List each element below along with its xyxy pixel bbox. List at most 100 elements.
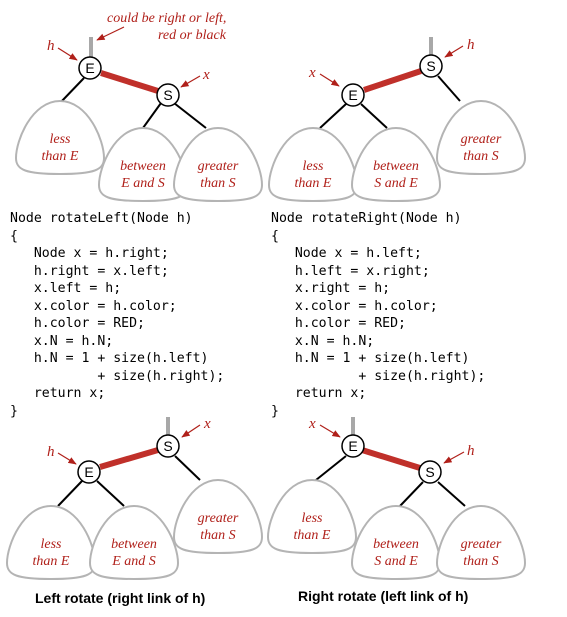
subtree-less	[266, 478, 358, 555]
node-E-label: E	[85, 60, 94, 76]
subtree-greater	[435, 99, 527, 176]
subtree-less	[267, 126, 359, 203]
node-S-label: S	[425, 464, 434, 480]
link-E-between	[96, 480, 125, 507]
rotate-left-code: Node rotateLeft(Node h){ Node x = h.righ…	[10, 210, 224, 420]
code-line: x.left = h;	[10, 281, 122, 296]
code-line: h.N = 1 + size(h.left)	[271, 351, 470, 366]
subtree-less	[5, 504, 97, 581]
subtree-less-line1: less	[41, 537, 63, 552]
subtree-less-line2: than E	[33, 554, 70, 569]
label-h: h	[47, 38, 55, 54]
link-S-greater	[173, 102, 207, 129]
node-S	[419, 54, 443, 78]
label-h: h	[47, 444, 55, 460]
subtree-greater-line1: greater	[461, 537, 502, 552]
node-E	[341, 434, 365, 458]
label-h: h	[467, 37, 475, 53]
label-x: x	[308, 65, 316, 81]
link-E-less	[319, 103, 347, 129]
subtree-greater-line2: than S	[200, 528, 235, 543]
bottom-right-tree: E S less than E between S and E greater …	[266, 416, 527, 581]
annotation-line1: could be right or left,	[107, 11, 226, 26]
red-link	[361, 447, 421, 471]
code-line: h.N = 1 + size(h.left)	[10, 351, 209, 366]
arrow-x	[319, 73, 340, 87]
code-line: Node x = h.left;	[271, 246, 422, 261]
subtree-less	[14, 99, 106, 176]
node-S	[418, 460, 442, 484]
node-S-label: S	[163, 438, 172, 454]
code-line: Node rotateLeft(Node h)	[10, 211, 193, 226]
link-E-less	[57, 480, 83, 507]
subtree-greater	[435, 504, 527, 581]
annotation-arrow	[96, 26, 125, 41]
bottom-left-tree: E S less than E between E and S greater …	[5, 416, 264, 581]
code-line: }	[271, 403, 279, 419]
label-x: x	[308, 416, 316, 432]
link-E-between	[360, 103, 388, 129]
code-line: x.N = h.N;	[271, 333, 375, 349]
node-E-label: E	[348, 438, 357, 454]
arrow-h	[444, 45, 464, 58]
node-E	[78, 56, 102, 80]
arrow-x	[180, 75, 201, 88]
subtree-less-line2: than E	[295, 176, 332, 191]
top-left-tree: E S less than E between E and S greater …	[14, 11, 264, 203]
link-S-greater	[437, 481, 466, 507]
subtree-less-line1: less	[50, 132, 72, 147]
arrow-x	[181, 424, 201, 438]
subtree-between-line2: S and E	[374, 176, 418, 191]
code-line: h.right = x.left;	[10, 263, 169, 279]
label-h: h	[467, 443, 475, 459]
caption-right-rotate: Right rotate (left link of h)	[298, 588, 469, 604]
node-E-label: E	[348, 87, 357, 103]
subtree-greater-line1: greater	[198, 159, 239, 174]
node-S-label: S	[163, 87, 172, 103]
code-line: {	[271, 228, 279, 244]
subtree-less-line1: less	[303, 159, 325, 174]
red-link	[100, 70, 159, 94]
arrow-h	[57, 47, 78, 61]
subtree-between-line1: between	[373, 537, 419, 552]
arrow-h	[57, 452, 77, 465]
subtree-greater-line2: than S	[200, 176, 235, 191]
subtree-less-line2: than E	[294, 528, 331, 543]
code-line: return x;	[271, 386, 367, 401]
right-link-S	[437, 75, 461, 102]
subtree-between	[350, 504, 442, 581]
label-x: x	[203, 416, 211, 432]
subtree-between-line2: S and E	[374, 554, 418, 569]
code-line: Node rotateRight(Node h)	[271, 211, 462, 226]
subtree-greater-line2: than S	[463, 149, 498, 164]
arrow-h	[443, 451, 465, 464]
node-S	[156, 434, 180, 458]
node-E	[341, 83, 365, 107]
link-S-between	[399, 481, 424, 507]
code-line: }	[10, 403, 18, 419]
subtree-greater-line2: than S	[463, 554, 498, 569]
label-x: x	[202, 67, 210, 83]
code-line: h.left = x.right;	[271, 263, 430, 279]
code-line: x.N = h.N;	[10, 333, 114, 349]
left-link-E	[315, 455, 347, 481]
subtree-between-line1: between	[373, 159, 419, 174]
node-S	[156, 83, 180, 107]
code-line: x.color = h.color;	[10, 298, 177, 314]
subtree-greater	[172, 126, 264, 203]
subtree-between-line1: between	[111, 537, 157, 552]
rotate-right-code: Node rotateRight(Node h) { Node x = h.lef…	[271, 210, 485, 420]
subtree-greater	[172, 478, 264, 555]
subtree-between	[350, 126, 442, 203]
code-line: + size(h.right);	[271, 368, 486, 384]
subtree-between-line2: E and S	[120, 176, 165, 191]
code-line: {	[10, 228, 18, 244]
subtree-greater-line1: greater	[198, 511, 239, 526]
code-line: h.color = RED;	[10, 316, 145, 331]
subtree-greater-line1: greater	[461, 132, 502, 147]
code-line: h.color = RED;	[271, 316, 406, 331]
code-line: return x;	[10, 386, 106, 401]
code-line: x.color = h.color;	[271, 298, 438, 314]
code-line: + size(h.right);	[10, 368, 225, 384]
